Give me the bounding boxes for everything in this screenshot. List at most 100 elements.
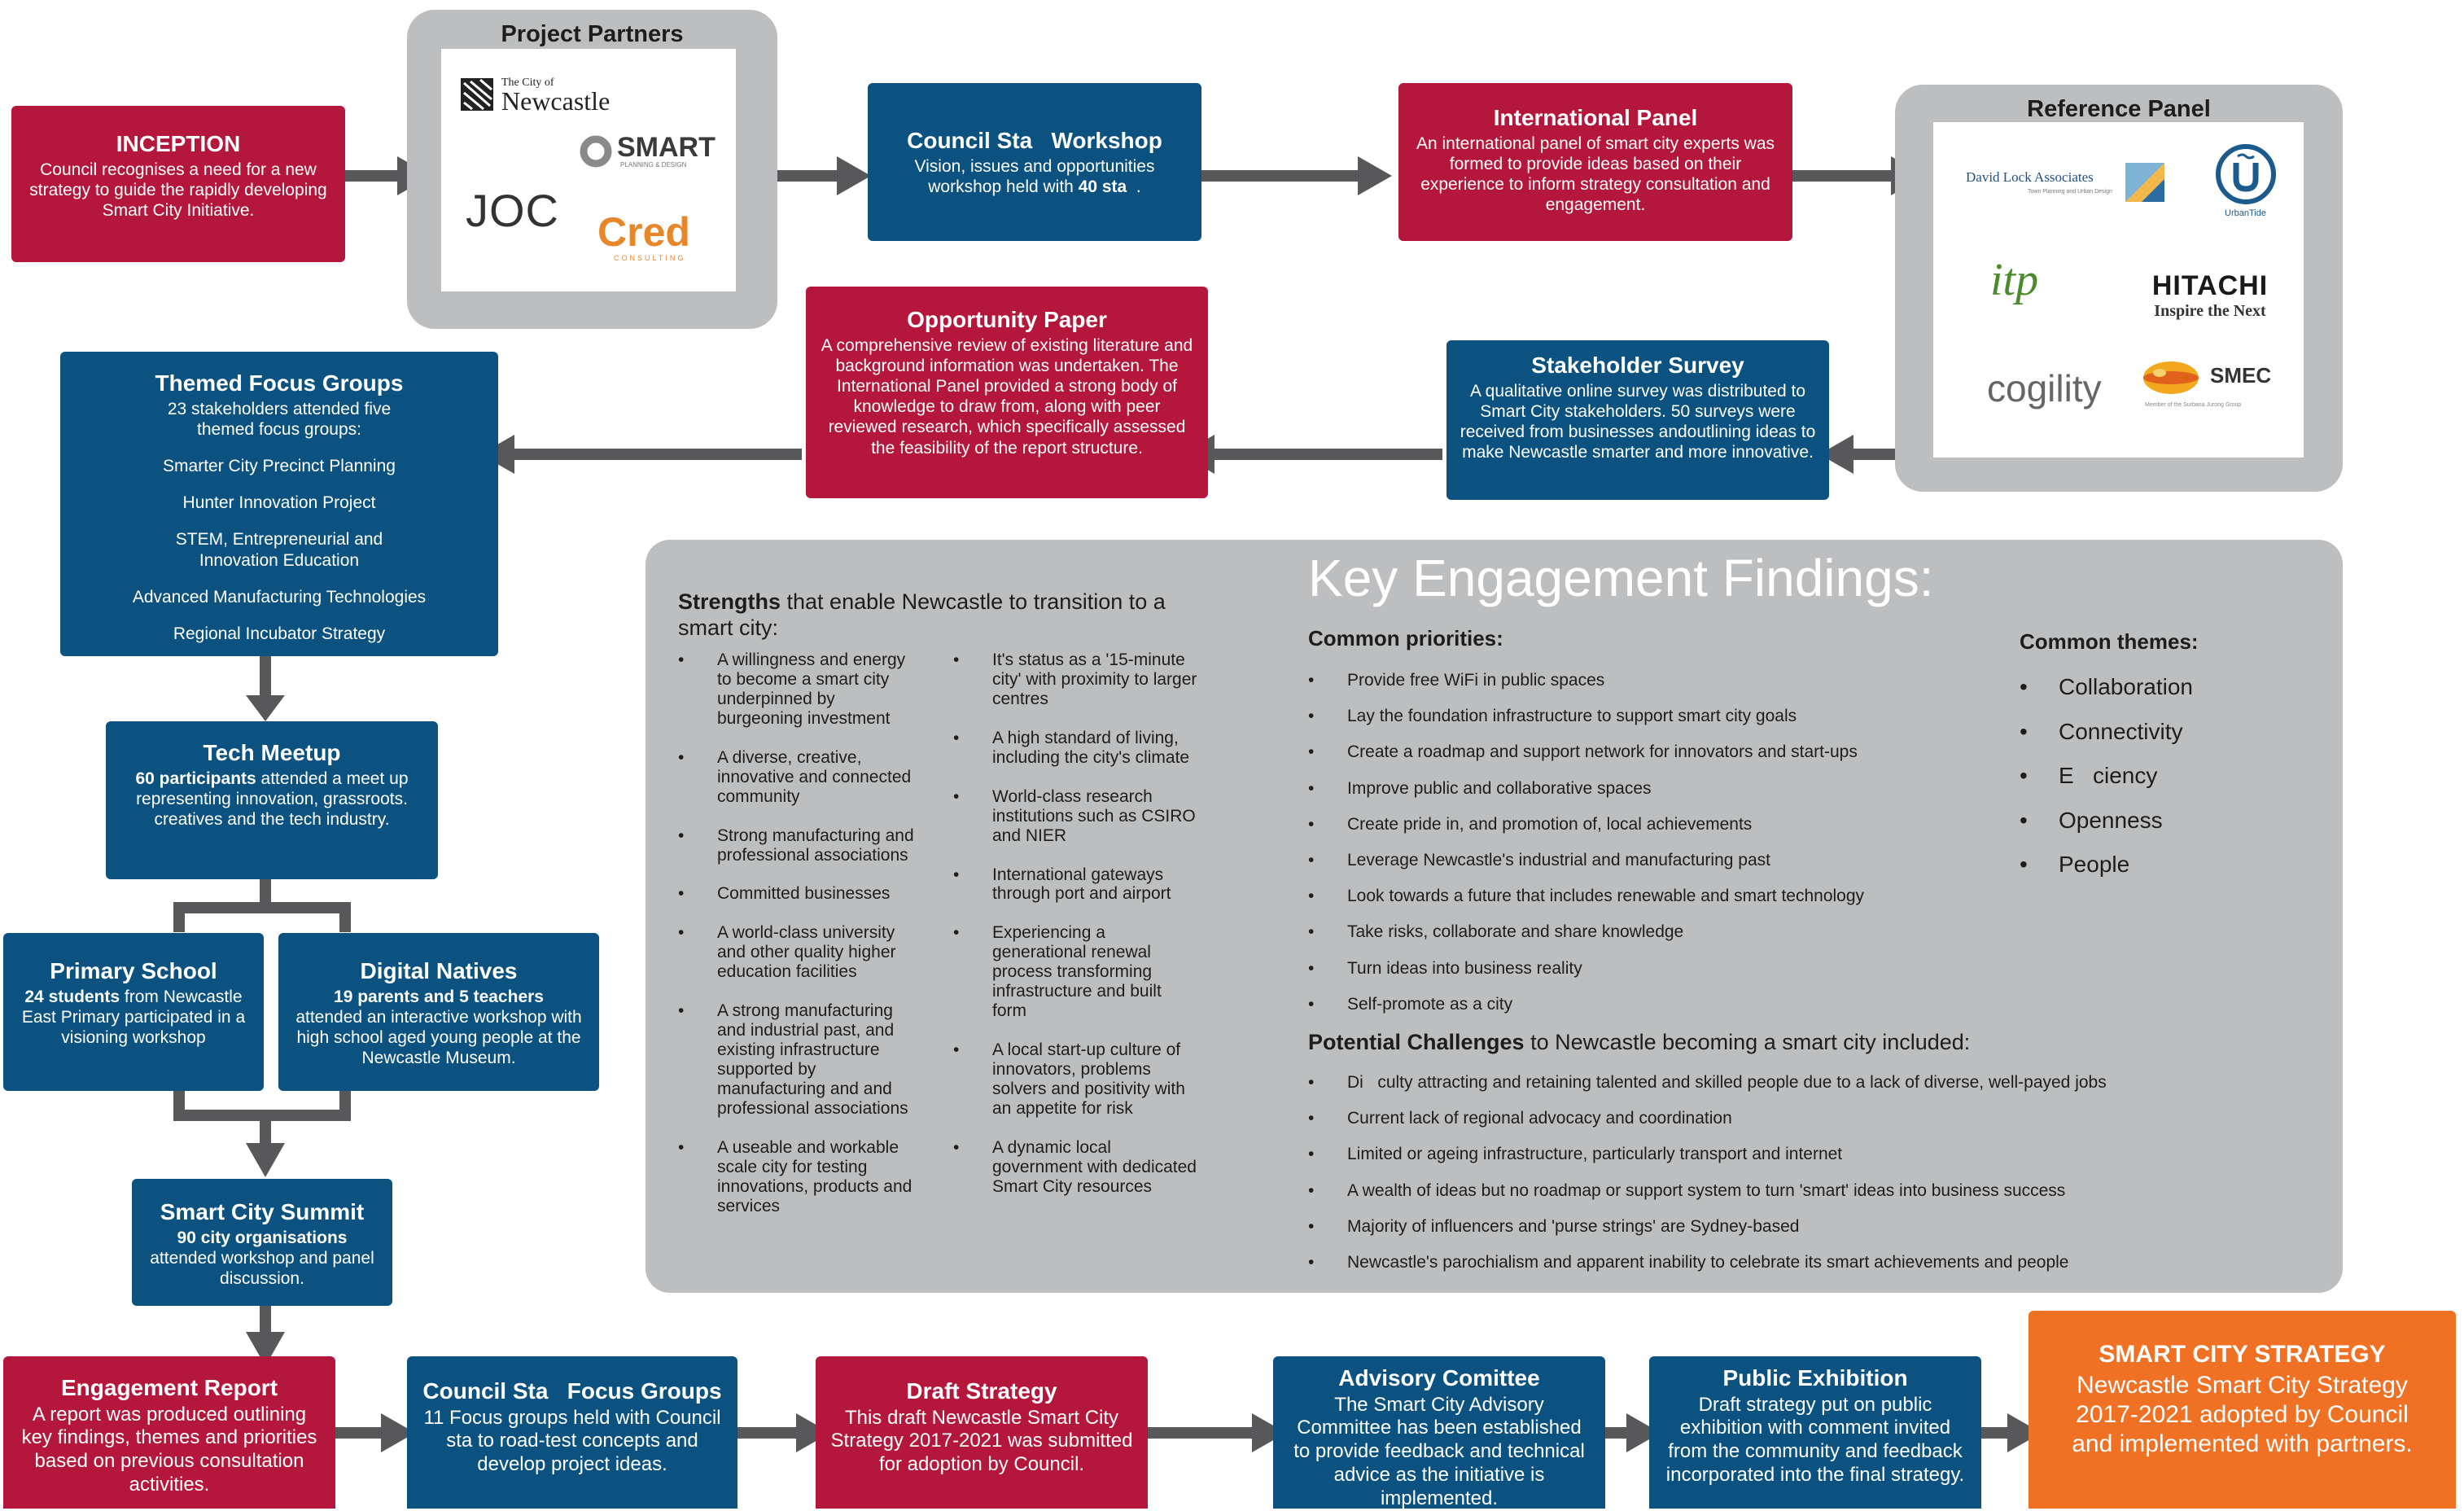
smec-sub-text: Member of the Surbana Jurong Group: [2145, 402, 2242, 408]
theme-item: Connectivity: [2020, 718, 2313, 746]
themed-focus-groups-title: Themed Focus Groups: [155, 370, 404, 396]
theme-item: Collaboration: [2020, 673, 2313, 701]
priority-item: Turn ideas into business reality: [1308, 958, 2041, 979]
council-workshop-body-bold: 40 sta: [1078, 177, 1127, 196]
themed-focus-groups-box: Themed Focus Groups 23 stakeholders atte…: [60, 352, 498, 656]
council-workshop-box: Council Sta Workshop Vision, issues and …: [868, 83, 1201, 241]
advisory-committee-title: Advisory Comittee: [1338, 1365, 1540, 1391]
stakeholder-survey-body: A qualitative online survey was distribu…: [1460, 381, 1816, 462]
arrowhead: [837, 156, 871, 195]
connector-meetup-split-2: [265, 902, 351, 932]
council-workshop-body: Vision, issues and opportunities worksho…: [881, 156, 1188, 197]
priority-item: Leverage Newcastle's industrial and manu…: [1308, 850, 2041, 870]
challenge-item: Newcastle's parochialism and apparent in…: [1308, 1252, 2326, 1272]
urbantide-icon: [2216, 144, 2276, 204]
engagement-report-title: Engagement Report: [60, 1375, 278, 1400]
smart-city-summit-title: Smart City Summit: [160, 1199, 365, 1224]
public-exhibition-title: Public Exhibition: [1722, 1365, 1908, 1391]
dla-text: David Lock Associates: [1966, 169, 2094, 185]
inception-box: INCEPTION Council recognises a need for …: [11, 106, 345, 262]
newcastle-small-text: The City of: [501, 77, 554, 89]
smart-city-strategy-body: Newcastle Smart City Strategy 2017-2021 …: [2072, 1372, 2413, 1457]
international-panel-title: International Panel: [1493, 105, 1698, 130]
inception-body: Council recognises a need for a new stra…: [29, 160, 327, 220]
themes-heading: Common themes:: [2020, 629, 2199, 654]
smart-city-strategy-box: SMART CITY STRATEGY Newcastle Smart City…: [2029, 1311, 2456, 1509]
stakeholder-survey-title: Stakeholder Survey: [1531, 353, 1744, 378]
draft-strategy-box: Draft Strategy This draft Newcastle Smar…: [816, 1356, 1148, 1509]
strength-item: A dynamic local government with dedicate…: [953, 1138, 1197, 1197]
tech-meetup-box: Tech Meetup 60 participants attended a m…: [106, 721, 438, 879]
focus-group-item: STEM, Entrepreneurial and Innovation Edu…: [175, 530, 383, 570]
dla-logo: David Lock Associates Town Planning and …: [1966, 160, 2169, 208]
strength-item: A useable and workable scale city for te…: [678, 1138, 922, 1216]
council-workshop-title: Council Sta Workshop: [907, 128, 1162, 153]
tech-meetup-title: Tech Meetup: [203, 740, 341, 765]
smart-city-summit-body: attended workshop and panel discussion.: [150, 1248, 374, 1288]
hitachi-sub-text: Inspire the Next: [2154, 302, 2266, 320]
strength-item: A high standard of living, including the…: [953, 729, 1197, 768]
challenge-item: Current lack of regional advocacy and co…: [1308, 1108, 2326, 1128]
focus-group-item: Smarter City Precinct Planning: [163, 456, 396, 475]
reference-panel-logos: David Lock Associates Town Planning and …: [1933, 122, 2304, 458]
tech-meetup-text: attended a meet up representing innovati…: [136, 769, 409, 829]
priority-item: Create a roadmap and support network for…: [1308, 742, 2041, 762]
council-workshop-body-end: .: [1127, 177, 1141, 196]
themes-list: Collaboration Connectivity E ciency Open…: [2020, 673, 2313, 878]
digital-natives-body: attended an interactive workshop with hi…: [295, 1007, 582, 1068]
arrowhead: [246, 1143, 285, 1177]
council-workshop-body-text: Vision, issues and opportunities worksho…: [914, 156, 1155, 196]
joc-logo: JOC: [466, 185, 559, 236]
project-partners-panel: Project Partners The City of Newcastle S…: [407, 10, 777, 329]
draft-strategy-body: This draft Newcastle Smart City Strategy…: [830, 1406, 1133, 1476]
challenges-list: Di culty attracting and retaining talent…: [1308, 1072, 2326, 1272]
reference-panel: Reference Panel David Lock Associates To…: [1895, 85, 2343, 492]
priority-item: Provide free WiFi in public spaces: [1308, 670, 2041, 690]
council-focus-groups-title: Council Sta Focus Groups: [422, 1378, 722, 1404]
focus-group-item: Hunter Innovation Project: [182, 493, 376, 513]
focus-group-item: Regional Incubator Strategy: [173, 624, 386, 643]
project-partners-logos: The City of Newcastle SMART PLANNING & D…: [441, 49, 736, 291]
strengths-heading: Strengths that enable Newcastle to trans…: [678, 589, 1183, 642]
cred-logo: Cred CONSULTING: [597, 208, 711, 265]
priorities-list: Provide free WiFi in public spaces Lay t…: [1308, 670, 2041, 1014]
international-panel-box: International Panel An international pan…: [1398, 83, 1792, 241]
key-findings-panel: Key Engagement Findings: Strengths that …: [646, 540, 2343, 1293]
public-exhibition-box: Public Exhibition Draft strategy put on …: [1649, 1356, 1981, 1509]
theme-item: Openness: [2020, 807, 2313, 834]
advisory-committee-body: The Smart City Advisory Committee has be…: [1293, 1393, 1585, 1509]
primary-school-bold: 24 students: [24, 987, 120, 1006]
connector-join: [173, 1088, 351, 1121]
cogility-logo: cogility: [1987, 367, 2102, 410]
smec-text: SMEC: [2210, 363, 2272, 388]
opportunity-paper-body: A comprehensive review of existing liter…: [821, 335, 1193, 458]
international-panel-body: An international panel of smart city exp…: [1416, 134, 1775, 215]
smart-sub-text: PLANNING & DESIGN: [620, 161, 687, 169]
strength-item: A diverse, creative, innovative and conn…: [678, 748, 922, 807]
smart-city-summit-bold: 90 city organisations: [177, 1228, 348, 1247]
connector-meetup-split: [173, 875, 271, 932]
tech-meetup-body: 60 participants attended a meet up repre…: [119, 769, 425, 830]
strengths-list-2: It's status as a '15-minute city' with p…: [953, 650, 1197, 1197]
stakeholder-survey-box: Stakeholder Survey A qualitative online …: [1446, 340, 1829, 500]
challenges-heading-text: to Newcastle becoming a smart city inclu…: [1524, 1030, 1971, 1054]
council-focus-groups-body: 11 Focus groups held with Council sta to…: [423, 1406, 721, 1476]
theme-item: E ciency: [2020, 762, 2313, 790]
challenges-heading-bold: Potential Challenges: [1308, 1030, 1525, 1054]
tech-meetup-bold: 60 participants: [135, 769, 256, 788]
priority-item: Self-promote as a city: [1308, 994, 2041, 1014]
dla-sub-text: Town Planning and Urban Design: [2028, 189, 2112, 195]
inception-title: INCEPTION: [116, 131, 241, 156]
strength-item: It's status as a '15-minute city' with p…: [953, 650, 1197, 709]
project-partners-title: Project Partners: [501, 21, 684, 47]
dla-mark-icon: [2125, 163, 2164, 202]
advisory-committee-box: Advisory Comittee The Smart City Advisor…: [1273, 1356, 1605, 1509]
priority-item: Lay the foundation infrastructure to sup…: [1308, 706, 2041, 726]
strength-item: A willingness and energy to become a sma…: [678, 650, 922, 729]
hitachi-logo: HITACHI Inspire the Next: [2129, 270, 2291, 320]
strength-item: World-class research institutions such a…: [953, 787, 1197, 846]
smec-globe-icon: [2143, 361, 2199, 394]
newcastle-emblem-icon: [461, 78, 493, 111]
strength-item: A strong manufacturing and industrial pa…: [678, 1001, 922, 1119]
smart-logo: SMART PLANNING & DESIGN: [578, 130, 724, 171]
